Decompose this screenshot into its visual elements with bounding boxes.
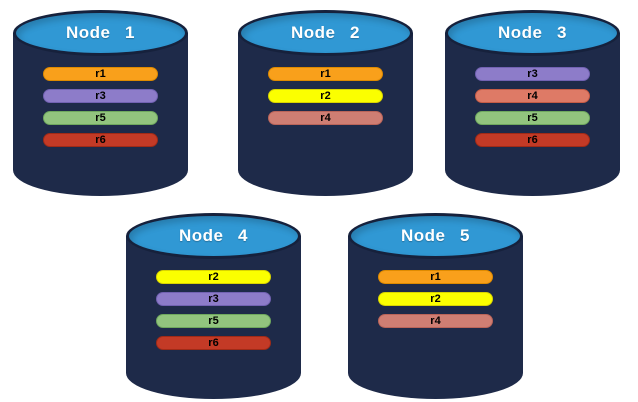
cylinder-top-ellipse: Node 3 (445, 10, 620, 56)
replica-bar-r2: r2 (268, 89, 383, 103)
replica-label: r2 (320, 89, 331, 102)
replica-bar-list: r1 r3 r5 r6 (13, 67, 188, 155)
replica-bar-r2: r2 (156, 270, 271, 284)
replica-bar-r6: r6 (475, 133, 590, 147)
replica-bar-r1: r1 (378, 270, 493, 284)
node-title: Node 1 (65, 23, 136, 42)
replica-bar-r5: r5 (475, 111, 590, 125)
replica-label: r1 (95, 67, 106, 80)
replica-label: r1 (320, 67, 331, 80)
node-title: Node 4 (178, 226, 249, 245)
replica-bar-list: r1 r2 r4 (348, 270, 523, 336)
cylinder-top-ellipse: Node 4 (126, 213, 301, 259)
replica-bar-r4: r4 (475, 89, 590, 103)
replica-bar-r1: r1 (43, 67, 158, 81)
node-title: Node 3 (497, 23, 568, 42)
replica-label: r6 (208, 336, 219, 349)
replica-bar-list: r1 r2 r4 (238, 67, 413, 133)
replica-bar-r3: r3 (475, 67, 590, 81)
database-node-1: Node 1 r1 r3 r5 r6 (13, 10, 188, 196)
replica-bar-r2: r2 (378, 292, 493, 306)
database-node-5: Node 5 r1 r2 r4 (348, 213, 523, 399)
replica-label: r4 (320, 111, 331, 124)
replica-bar-r5: r5 (43, 111, 158, 125)
replica-label: r5 (208, 314, 219, 327)
replica-bar-r6: r6 (156, 336, 271, 350)
replica-label: r3 (527, 67, 538, 80)
replica-bar-r3: r3 (43, 89, 158, 103)
replica-label: r5 (527, 111, 538, 124)
replica-label: r4 (430, 314, 441, 327)
database-node-4: Node 4 r2 r3 r5 r6 (126, 213, 301, 399)
replica-bar-r3: r3 (156, 292, 271, 306)
replica-label: r5 (95, 111, 106, 124)
replica-bar-list: r3 r4 r5 r6 (445, 67, 620, 155)
replica-label: r4 (527, 89, 538, 102)
replica-label: r3 (208, 292, 219, 305)
replica-bar-list: r2 r3 r5 r6 (126, 270, 301, 358)
cylinder-top-ellipse: Node 2 (238, 10, 413, 56)
replica-label: r3 (95, 89, 106, 102)
replica-label: r1 (430, 270, 441, 283)
replica-bar-r5: r5 (156, 314, 271, 328)
replica-label: r2 (208, 270, 219, 283)
replica-bar-r4: r4 (268, 111, 383, 125)
database-node-3: Node 3 r3 r4 r5 r6 (445, 10, 620, 196)
replica-bar-r6: r6 (43, 133, 158, 147)
cylinder-top-ellipse: Node 1 (13, 10, 188, 56)
replica-label: r2 (430, 292, 441, 305)
node-title: Node 2 (290, 23, 361, 42)
database-node-2: Node 2 r1 r2 r4 (238, 10, 413, 196)
replica-label: r6 (527, 133, 538, 146)
replica-bar-r4: r4 (378, 314, 493, 328)
replica-bar-r1: r1 (268, 67, 383, 81)
replica-label: r6 (95, 133, 106, 146)
cylinder-top-ellipse: Node 5 (348, 213, 523, 259)
node-title: Node 5 (400, 226, 471, 245)
